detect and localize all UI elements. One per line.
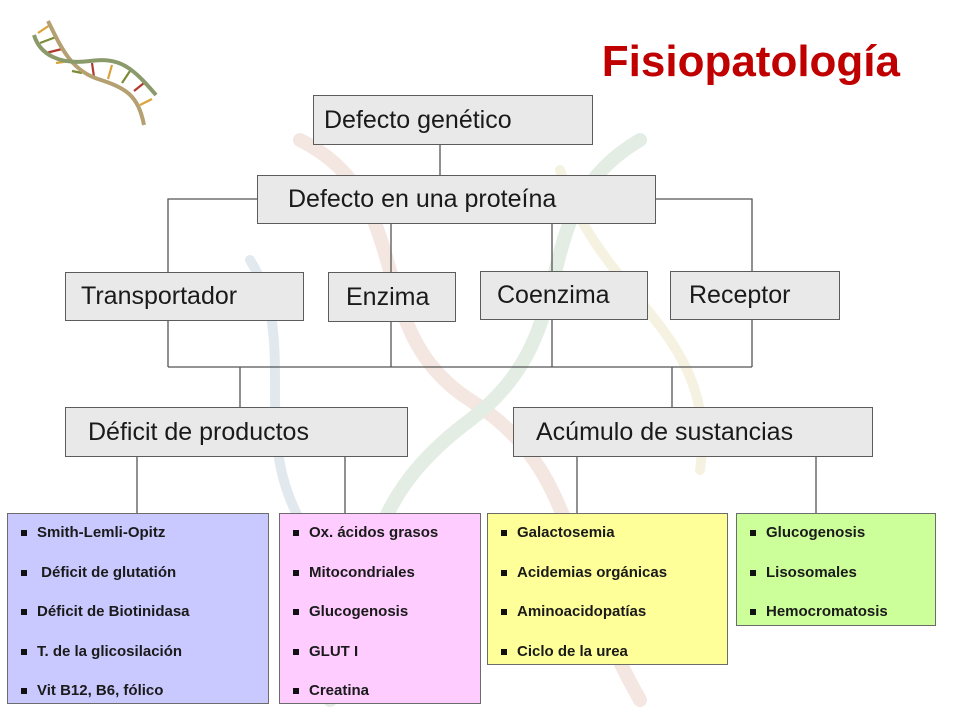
node-label: Enzima [346, 282, 430, 311]
node-coenzyme: Coenzima [480, 271, 648, 320]
dna-helix-icon [32, 20, 158, 126]
list-accumulation-disorders-b: Glucogenosis Lisosomales Hemocromatosis [736, 513, 936, 626]
list-item: Galactosemia [488, 522, 727, 562]
node-label: Acúmulo de sustancias [536, 417, 794, 446]
page-title: Fisiopatología [601, 37, 900, 86]
node-label: Receptor [689, 281, 791, 309]
list-item: Ox. ácidos grasos [280, 522, 480, 562]
list-item: T. de la glicosilación [8, 641, 268, 681]
list-item: Déficit de Biotinidasa [8, 601, 268, 641]
node-enzyme: Enzima [328, 272, 456, 322]
list-item: Lisosomales [737, 562, 935, 602]
node-label: Déficit de productos [88, 417, 309, 446]
list-item: Déficit de glutatión [8, 562, 268, 602]
list-item: Aminoacidopatías [488, 601, 727, 641]
node-product-deficit: Déficit de productos [65, 407, 408, 457]
list-item: Creatina [280, 680, 480, 720]
node-protein-defect: Defecto en una proteína [257, 175, 656, 224]
list-item: Mitocondriales [280, 562, 480, 602]
list-item: Hemocromatosis [737, 601, 935, 641]
list-deficit-disorders-b: Ox. ácidos grasos Mitocondriales Glucoge… [279, 513, 481, 704]
list-deficit-disorders-a: Smith-Lemli-Opitz Déficit de glutatión D… [7, 513, 269, 704]
node-label: Coenzima [497, 281, 610, 309]
list-item: Vit B12, B6, fólico [8, 680, 268, 720]
list-item: Ciclo de la urea [488, 641, 727, 681]
node-label: Defecto genético [324, 105, 512, 134]
list-accumulation-disorders-a: Galactosemia Acidemias orgánicas Aminoac… [487, 513, 728, 665]
node-genetic-defect: Defecto genético [313, 95, 593, 145]
node-label: Defecto en una proteína [288, 185, 557, 213]
node-label: Transportador [81, 282, 238, 310]
node-transporter: Transportador [65, 272, 304, 321]
list-item: GLUT I [280, 641, 480, 681]
node-receptor: Receptor [670, 271, 840, 320]
node-substance-accumulation: Acúmulo de sustancias [513, 407, 873, 457]
list-item: Smith-Lemli-Opitz [8, 522, 268, 562]
list-item: Acidemias orgánicas [488, 562, 727, 602]
list-item: Glucogenosis [737, 522, 935, 562]
list-item: Glucogenosis [280, 601, 480, 641]
